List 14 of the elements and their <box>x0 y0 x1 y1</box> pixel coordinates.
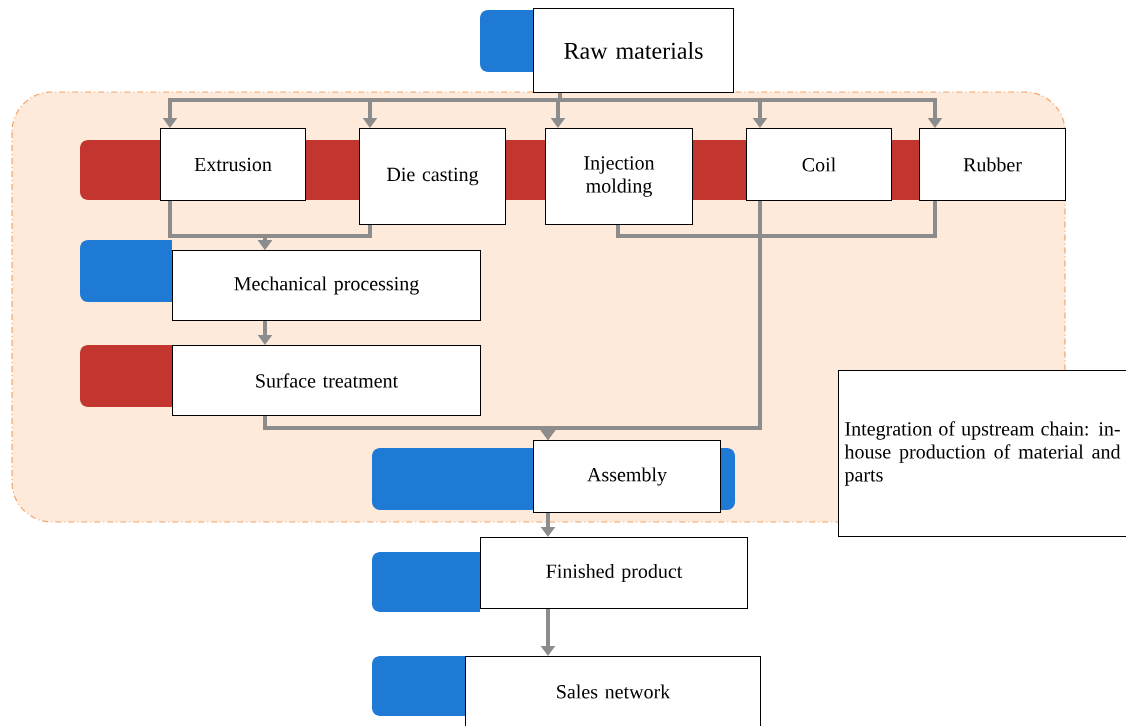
process-box: Sales network <box>465 656 761 726</box>
node-label: Integration of upstream chain: in-house production of material and parts <box>844 421 1121 486</box>
process-box: Extrusion <box>160 128 306 201</box>
process-box: Assembly <box>533 440 721 513</box>
process-box: Surface treatment <box>172 345 481 416</box>
process-box: Integration of upstream chain: in-house production of material and parts <box>838 370 1126 537</box>
process-box: Rubber <box>919 128 1066 201</box>
process-box: Finished product <box>480 537 748 609</box>
process-box: Coil <box>746 128 892 201</box>
arrow <box>558 92 943 128</box>
process-box: Mechanical processing <box>172 250 481 321</box>
process-box: Injection molding <box>545 128 693 225</box>
process-box: Die casting <box>359 128 506 225</box>
process-box: Raw materials <box>533 8 734 93</box>
